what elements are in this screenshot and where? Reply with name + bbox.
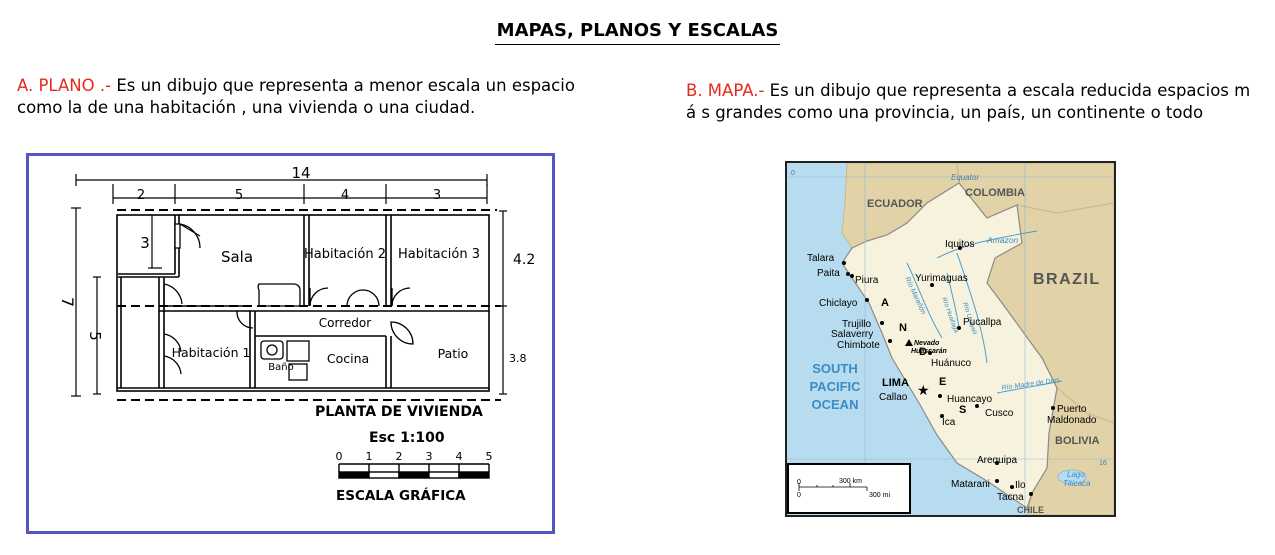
floor-plan-frame: 14 2 5 4 3 3 7 5 4.2 3.8 Sala Habitación…: [26, 153, 555, 534]
section-a-paragraph: A. PLANO .- Es un dibujo que representa …: [17, 75, 617, 119]
map-scale-box: [787, 463, 911, 514]
grid-label-right: 16: [1099, 460, 1107, 467]
room-sala: Sala: [221, 248, 253, 266]
section-b-paragraph: B. MAPA.- Es un dibujo que representa a …: [686, 80, 1256, 124]
graphic-scale-bar: [338, 463, 490, 479]
dim-5-left: 5: [86, 331, 104, 341]
scale-caption: ESCALA GRÁFICA: [336, 487, 466, 504]
andes-d: D: [919, 346, 927, 358]
country-colombia: COLOMBIA: [965, 187, 1025, 199]
andes-s: S: [959, 404, 966, 416]
page-title: MAPAS, PLANOS Y ESCALAS: [0, 20, 1275, 45]
room-corredor: Corredor: [319, 316, 371, 330]
section-a-label: A. PLANO .-: [17, 76, 112, 95]
peru-map-frame: Equator 0 16 80 Amazon Río Marañón Río H…: [785, 161, 1116, 517]
city-lima: LIMA: [882, 377, 909, 389]
floor-plan-drawing: 14 2 5 4 3 3 7 5 4.2 3.8 Sala Habitación…: [58, 164, 535, 504]
scale-tick-1: 1: [366, 450, 373, 463]
dim-4: 4: [341, 188, 349, 203]
room-patio: Patio: [438, 346, 469, 361]
city-salaverry: Salaverry: [831, 329, 873, 340]
room-habitacion-1: Habitación 1: [172, 345, 251, 360]
city-maldonado: Maldonado: [1047, 415, 1097, 426]
city-cusco: Cusco: [985, 408, 1014, 419]
scale-tick-4: 4: [456, 450, 463, 463]
ocean-line-1: SOUTH: [812, 361, 858, 376]
city-piura: Piura: [855, 275, 879, 286]
country-ecuador: ECUADOR: [867, 198, 923, 210]
city-ilo: Ilo: [1015, 480, 1026, 491]
country-bolivia: BOLIVIA: [1055, 435, 1100, 447]
city-callao: Callao: [879, 392, 908, 403]
plan-scale: Esc 1:100: [369, 430, 445, 446]
country-brazil: BRAZIL: [1033, 271, 1101, 288]
room-habitacion-3: Habitación 3: [398, 247, 480, 262]
scale-tick-2: 2: [396, 450, 403, 463]
scale-tick-5: 5: [486, 450, 493, 463]
dim-total: 14: [291, 164, 310, 182]
city-arequipa: Arequipa: [977, 455, 1017, 466]
city-iquitos: Iquitos: [945, 239, 974, 250]
city-trujillo: Trujillo: [842, 319, 872, 330]
country-chile: CHILE: [1017, 505, 1044, 515]
city-huanuco: Huánuco: [931, 358, 971, 369]
nevado-label-1: Nevado: [914, 340, 940, 347]
city-pucallpa: Pucallpa: [963, 317, 1002, 328]
nevado-peak-icon: [905, 339, 913, 346]
city-puerto: Puerto: [1057, 404, 1087, 415]
ocean-line-2: PACIFIC: [809, 379, 861, 394]
city-chiclayo: Chiclayo: [819, 298, 858, 309]
city-tacna: Tacna: [997, 492, 1024, 503]
dim-5: 5: [235, 188, 243, 203]
city-chimbote: Chimbote: [837, 340, 880, 351]
scale-tick-0: 0: [336, 450, 343, 463]
section-b-text: Es un dibujo que representa a escala red…: [686, 81, 1251, 122]
dim-4-2: 4.2: [513, 252, 535, 268]
dim-3-top: 3: [433, 188, 441, 203]
scale-tick-3: 3: [426, 450, 433, 463]
andes-a: A: [881, 297, 889, 309]
dim-2: 2: [137, 188, 145, 203]
section-b-label: B. MAPA.-: [686, 81, 765, 100]
dim-3-left: 3: [140, 234, 150, 252]
city-huancayo: Huancayo: [947, 394, 992, 405]
andes-n: N: [899, 322, 907, 334]
dim-3-8: 3.8: [509, 352, 527, 365]
city-yurimaguas: Yurimaguas: [915, 273, 968, 284]
room-habitacion-2: Habitación 2: [304, 247, 386, 262]
map-scale-mi: 300 mi: [869, 492, 890, 499]
lake-label-2: Titicaca: [1063, 479, 1091, 488]
city-paita: Paita: [817, 268, 840, 279]
lake-label-1: Lago: [1067, 470, 1085, 479]
map-scale-km-zero: 0: [797, 479, 801, 486]
map-scale-km: 300 km: [839, 478, 862, 485]
city-talara: Talara: [807, 253, 835, 264]
lima-star-icon: ★: [917, 382, 930, 398]
section-a-text: Es un dibujo que representa a menor esca…: [17, 76, 575, 117]
map-scale-bar: [798, 483, 868, 491]
grid-label-top: 0: [791, 170, 795, 177]
river-amazon: Amazon: [986, 235, 1018, 245]
city-matarani: Matarani: [951, 479, 990, 490]
dim-7: 7: [58, 297, 77, 307]
plan-caption: PLANTA DE VIVIENDA: [315, 404, 483, 420]
room-cocina: Cocina: [327, 351, 369, 366]
andes-e: E: [939, 376, 946, 388]
room-bano: Baño: [268, 362, 293, 373]
city-ica: Ica: [942, 417, 956, 428]
map-scale-mi-zero: 0: [797, 492, 801, 499]
equator-label: Equator: [951, 173, 979, 182]
ocean-line-3: OCEAN: [812, 397, 859, 412]
peru-map: Equator 0 16 80 Amazon Río Marañón Río H…: [787, 163, 1114, 515]
